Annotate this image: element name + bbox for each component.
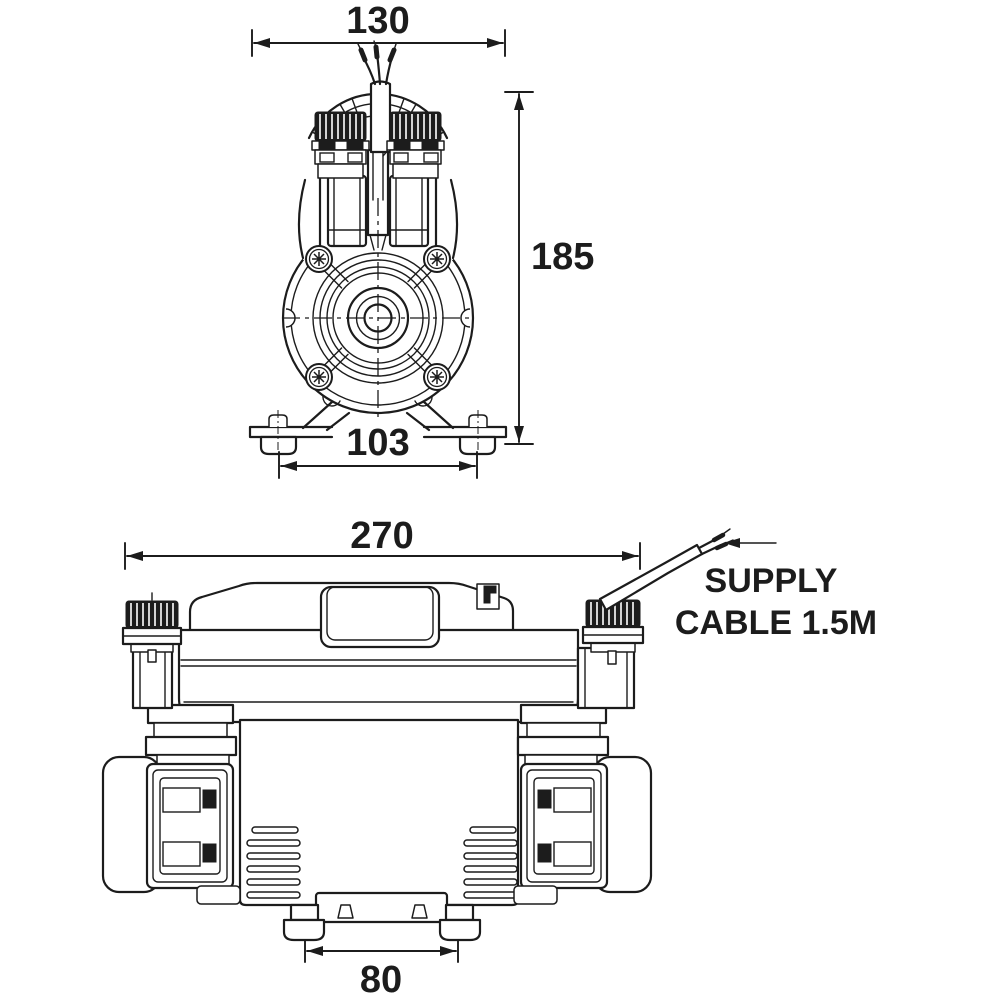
port-left-side	[121, 592, 183, 710]
dim-80-label: 80	[360, 959, 402, 1000]
dim-185-label: 185	[531, 236, 594, 278]
side-view: SUPPLY CABLE 1.5M 270 80	[101, 515, 877, 1000]
supply-cable-label-line2: CABLE 1.5M	[675, 604, 877, 642]
motor-housing	[297, 148, 459, 260]
dimension-130: 130	[251, 0, 506, 57]
supply-cable-label-line1: SUPPLY	[705, 562, 838, 600]
pump-head-left	[101, 703, 241, 905]
lower-housing	[238, 718, 520, 907]
handle-recess	[319, 585, 441, 649]
cable-pointer-arrow	[724, 538, 777, 548]
vent-slots-right	[463, 826, 518, 899]
wire-tips	[357, 40, 397, 63]
dimension-80: 80	[304, 939, 459, 1000]
port-left-front	[311, 111, 370, 179]
dimension-185: 185	[504, 91, 594, 445]
base-and-feet	[282, 891, 482, 942]
pump-head-right	[513, 703, 653, 905]
dim-130-label: 130	[346, 0, 409, 42]
top-cable	[357, 40, 397, 157]
supply-cable	[598, 528, 734, 612]
dimension-103: 103	[278, 422, 478, 479]
body-panel-lines	[180, 659, 577, 703]
supply-cable-label: SUPPLY CABLE 1.5M	[675, 562, 877, 642]
dim-270-label: 270	[350, 515, 413, 557]
vent-slots-left	[246, 826, 301, 899]
port-right-side	[576, 591, 645, 710]
front-view: 130 185 103	[248, 0, 594, 479]
dimension-270: 270	[124, 515, 641, 570]
port-right-front	[386, 111, 445, 179]
cover-clip	[476, 583, 500, 610]
dim-103-label: 103	[346, 422, 409, 464]
mounting-feet-front	[248, 400, 508, 458]
